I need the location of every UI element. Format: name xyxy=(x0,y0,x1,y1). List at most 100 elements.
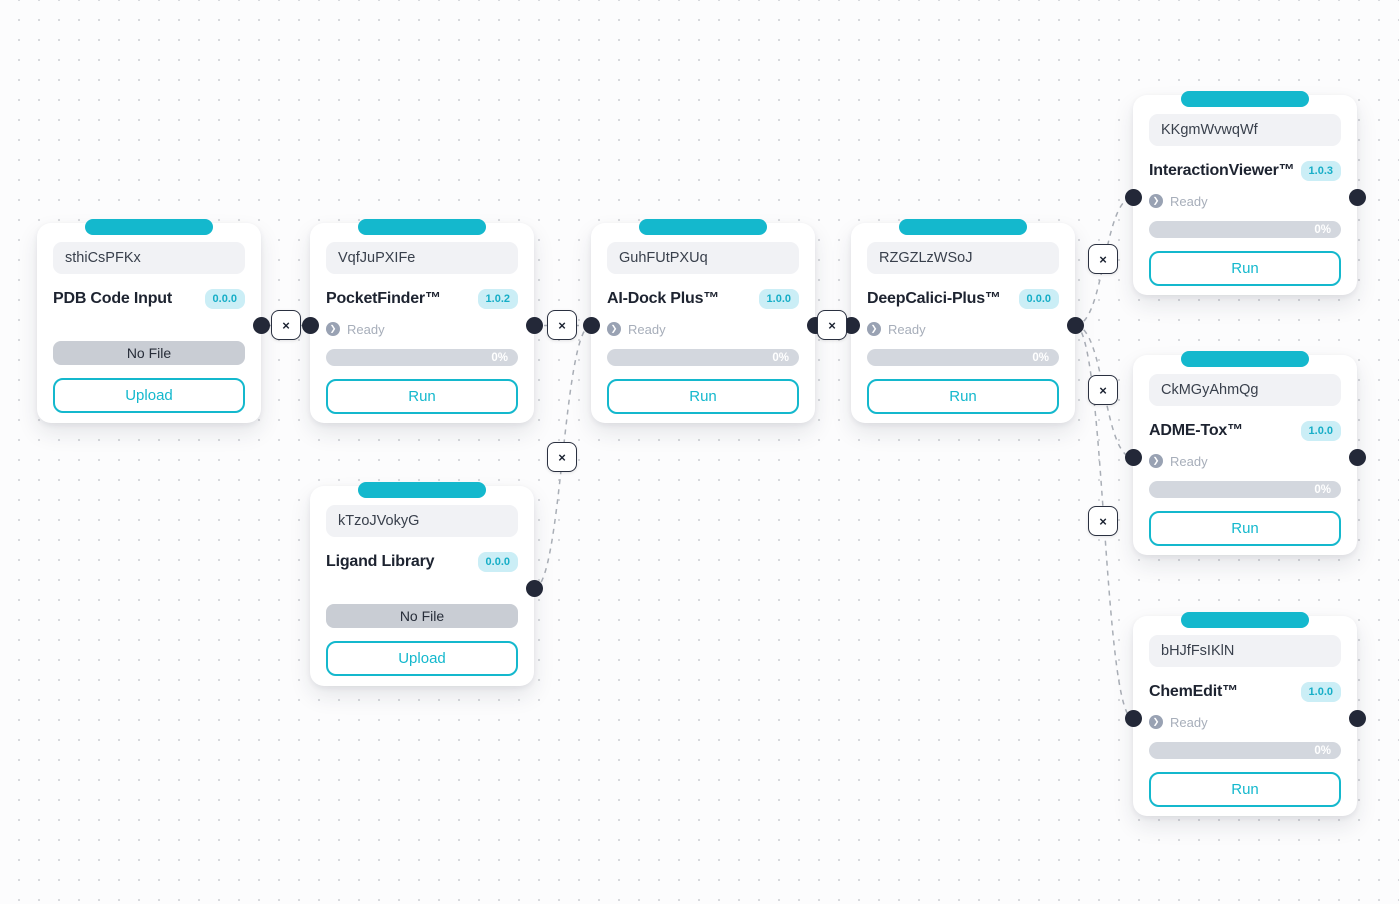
progress-bar: 0% xyxy=(867,349,1059,366)
node-color-tab xyxy=(639,219,767,235)
progress-bar: 0% xyxy=(1149,221,1341,238)
node-pdb-code-input[interactable]: sthiCsPFKx PDB Code Input 0.0.0 No File … xyxy=(37,219,270,423)
output-port[interactable] xyxy=(1349,449,1366,466)
node-color-tab xyxy=(899,219,1027,235)
disconnect-button[interactable]: × xyxy=(547,442,577,472)
status-chevron-icon xyxy=(867,322,881,336)
wire-deepcalici-to-admetox xyxy=(1074,324,1134,459)
status-text: Ready xyxy=(1170,714,1208,730)
version-badge: 1.0.0 xyxy=(758,289,799,309)
status-chevron-icon xyxy=(326,322,340,336)
output-port[interactable] xyxy=(1349,189,1366,206)
node-title: ADME-Tox™ xyxy=(1149,422,1243,439)
version-badge: 1.0.0 xyxy=(1300,421,1341,441)
output-port[interactable] xyxy=(253,317,270,334)
progress-bar: 0% xyxy=(607,349,799,366)
progress-bar: 0% xyxy=(326,349,518,366)
status-text: Ready xyxy=(628,321,666,337)
instance-id-input[interactable]: RZGZLzWSoJ xyxy=(867,242,1059,274)
node-color-tab xyxy=(1181,612,1309,628)
input-port[interactable] xyxy=(1125,710,1142,727)
progress-percent: 0% xyxy=(1314,223,1331,236)
node-pocketfinder[interactable]: VqfJuPXIFe PocketFinder™ 1.0.2 Ready 0% … xyxy=(302,219,543,423)
node-color-tab xyxy=(1181,351,1309,367)
version-badge: 0.0.0 xyxy=(477,552,518,572)
upload-button[interactable]: Upload xyxy=(53,378,245,413)
output-port[interactable] xyxy=(526,317,543,334)
node-title: InteractionViewer™ xyxy=(1149,162,1295,179)
version-badge: 0.0.0 xyxy=(204,289,245,309)
status-row: Ready xyxy=(867,321,1059,337)
status-text: Ready xyxy=(1170,453,1208,469)
disconnect-button[interactable]: × xyxy=(271,310,301,340)
node-title: PDB Code Input xyxy=(53,290,172,307)
progress-percent: 0% xyxy=(1314,744,1331,757)
node-deepcalici-plus[interactable]: RZGZLzWSoJ DeepCalici-Plus™ 0.0.0 Ready … xyxy=(843,219,1084,423)
progress-bar: 0% xyxy=(1149,481,1341,498)
disconnect-button[interactable]: × xyxy=(1088,375,1118,405)
run-button[interactable]: Run xyxy=(1149,251,1341,286)
input-port[interactable] xyxy=(1125,189,1142,206)
status-row: Ready xyxy=(607,321,799,337)
status-row: Ready xyxy=(1149,453,1341,469)
input-port[interactable] xyxy=(843,317,860,334)
progress-percent: 0% xyxy=(772,351,789,364)
instance-id-input[interactable]: kTzoJVokyG xyxy=(326,505,518,537)
version-badge: 1.0.0 xyxy=(1300,682,1341,702)
input-port[interactable] xyxy=(302,317,319,334)
file-status-bar: No File xyxy=(326,604,518,628)
output-port[interactable] xyxy=(1349,710,1366,727)
run-button[interactable]: Run xyxy=(326,379,518,414)
status-row: Ready xyxy=(1149,193,1341,209)
disconnect-button[interactable]: × xyxy=(547,310,577,340)
version-badge: 1.0.3 xyxy=(1300,161,1341,181)
status-text: Ready xyxy=(888,321,926,337)
progress-percent: 0% xyxy=(1314,483,1331,496)
node-title: AI-Dock Plus™ xyxy=(607,290,720,307)
node-ai-dock-plus[interactable]: GuhFUtPXUq AI-Dock Plus™ 1.0.0 Ready 0% … xyxy=(583,219,824,423)
node-chemedit[interactable]: bHJfFsIKlN ChemEdit™ 1.0.0 Ready 0% Run xyxy=(1125,612,1366,816)
run-button[interactable]: Run xyxy=(867,379,1059,414)
status-chevron-icon xyxy=(1149,454,1163,468)
version-badge: 1.0.2 xyxy=(477,289,518,309)
run-button[interactable]: Run xyxy=(1149,772,1341,807)
node-title: DeepCalici-Plus™ xyxy=(867,290,1001,307)
output-port[interactable] xyxy=(526,580,543,597)
node-color-tab xyxy=(1181,91,1309,107)
node-ligand-library[interactable]: kTzoJVokyG Ligand Library 0.0.0 No File … xyxy=(310,482,543,686)
node-color-tab xyxy=(85,219,213,235)
status-row: Ready xyxy=(326,321,518,337)
node-adme-tox[interactable]: CkMGyAhmQg ADME-Tox™ 1.0.0 Ready 0% Run xyxy=(1125,351,1366,555)
disconnect-button[interactable]: × xyxy=(1088,244,1118,274)
instance-id-input[interactable]: VqfJuPXIFe xyxy=(326,242,518,274)
progress-bar: 0% xyxy=(1149,742,1341,759)
node-title: Ligand Library xyxy=(326,553,435,570)
instance-id-input[interactable]: sthiCsPFKx xyxy=(53,242,245,274)
upload-button[interactable]: Upload xyxy=(326,641,518,676)
status-chevron-icon xyxy=(1149,715,1163,729)
output-port[interactable] xyxy=(1067,317,1084,334)
status-text: Ready xyxy=(1170,193,1208,209)
node-color-tab xyxy=(358,482,486,498)
input-port[interactable] xyxy=(1125,449,1142,466)
instance-id-input[interactable]: CkMGyAhmQg xyxy=(1149,374,1341,406)
status-row: Ready xyxy=(1149,714,1341,730)
status-chevron-icon xyxy=(607,322,621,336)
node-color-tab xyxy=(358,219,486,235)
status-chevron-icon xyxy=(1149,194,1163,208)
instance-id-input[interactable]: KKgmWvwqWf xyxy=(1149,114,1341,146)
file-status-bar: No File xyxy=(53,341,245,365)
node-interactionviewer[interactable]: KKgmWvwqWf InteractionViewer™ 1.0.3 Read… xyxy=(1125,91,1366,295)
run-button[interactable]: Run xyxy=(1149,511,1341,546)
disconnect-button[interactable]: × xyxy=(817,310,847,340)
progress-percent: 0% xyxy=(1032,351,1049,364)
node-title: PocketFinder™ xyxy=(326,290,441,307)
version-badge: 0.0.0 xyxy=(1018,289,1059,309)
instance-id-input[interactable]: bHJfFsIKlN xyxy=(1149,635,1341,667)
input-port[interactable] xyxy=(583,317,600,334)
run-button[interactable]: Run xyxy=(607,379,799,414)
disconnect-button[interactable]: × xyxy=(1088,506,1118,536)
instance-id-input[interactable]: GuhFUtPXUq xyxy=(607,242,799,274)
status-text: Ready xyxy=(347,321,385,337)
